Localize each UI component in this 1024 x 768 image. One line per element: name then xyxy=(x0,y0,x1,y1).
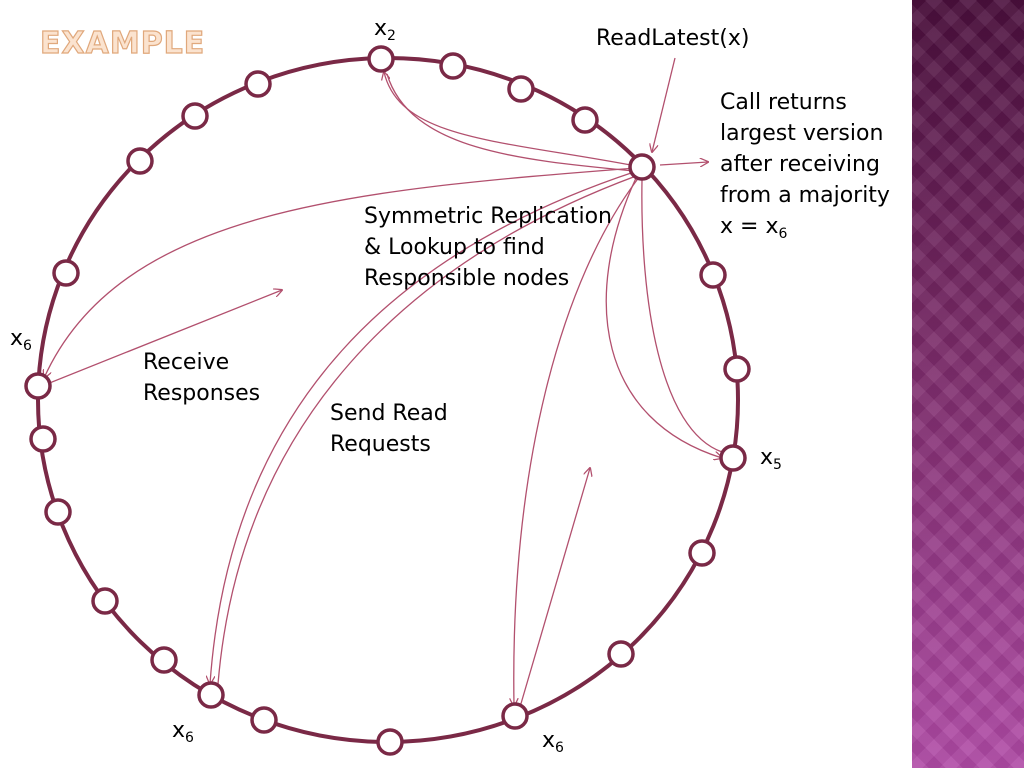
response-arrow-from-x6-bottom-left xyxy=(217,175,637,685)
ring-node xyxy=(607,640,635,668)
ring-node xyxy=(150,646,178,674)
ring-node xyxy=(367,45,395,73)
symmetric-line: Responsible nodes xyxy=(364,266,570,291)
node-label-x5: x5 xyxy=(760,445,782,473)
request-arrow-to-x6-bottom xyxy=(514,175,641,706)
readlatest-pointer-arrow xyxy=(652,57,676,152)
ring-node xyxy=(126,147,154,175)
node-label-x6-bottom: x6 xyxy=(542,728,564,756)
node-label-x6-bottom-left: x6 xyxy=(172,718,194,746)
ring-node xyxy=(376,728,404,756)
ring-node xyxy=(439,52,467,80)
ring-node xyxy=(29,425,57,453)
node-label-x6-left: x6 xyxy=(10,326,32,354)
response-arrow-from-x6-left xyxy=(41,290,282,387)
ring-node xyxy=(44,498,72,526)
ring-node xyxy=(52,259,80,287)
ring-node xyxy=(571,106,599,134)
call-returns-line: Call returns xyxy=(720,90,847,115)
symmetric-line: & Lookup to find xyxy=(364,235,545,260)
result-label: x = x6 xyxy=(720,214,788,242)
message-arrows xyxy=(41,57,723,708)
slide-title: Example xyxy=(39,25,206,61)
ring-node xyxy=(699,261,727,289)
node-label-x2: x2 xyxy=(374,16,396,44)
request-arrow-to-x5 xyxy=(605,177,722,458)
ring-nodes xyxy=(24,45,751,756)
request-arrow-to-x6-bottom-left xyxy=(210,171,635,684)
ring-node xyxy=(719,444,747,472)
ring-node xyxy=(688,539,716,567)
ring-node xyxy=(628,153,656,181)
send-line: Send Read xyxy=(330,401,448,426)
ring-node xyxy=(250,706,278,734)
ring-node xyxy=(244,70,272,98)
request-arrow-to-x2 xyxy=(384,72,637,167)
call-returns-line: largest version xyxy=(720,121,884,146)
symmetric-line: Symmetric Replication xyxy=(364,204,612,229)
response-arrow-from-x5 xyxy=(641,179,723,453)
call-returns-line: after receiving xyxy=(720,152,880,177)
send-line: Requests xyxy=(330,432,431,457)
call-returns-line: from a majority xyxy=(720,183,890,208)
receive-line: Receive xyxy=(143,350,230,375)
response-arrow-from-x2 xyxy=(386,73,635,172)
request-arrow-to-x6-left xyxy=(44,167,637,378)
ring-node xyxy=(24,372,52,400)
ring-node xyxy=(507,75,535,103)
read-latest-label: ReadLatest(x) xyxy=(596,26,750,51)
ring-node xyxy=(501,702,529,730)
ring-node xyxy=(91,587,119,615)
ring-node xyxy=(723,355,751,383)
decorative-side-band xyxy=(912,0,1024,768)
return-arrow xyxy=(659,162,708,165)
ring-node xyxy=(181,102,209,130)
receive-line: Responses xyxy=(143,381,261,406)
response-arrow-from-x6-bottom xyxy=(519,468,590,708)
ring-node xyxy=(197,681,225,709)
